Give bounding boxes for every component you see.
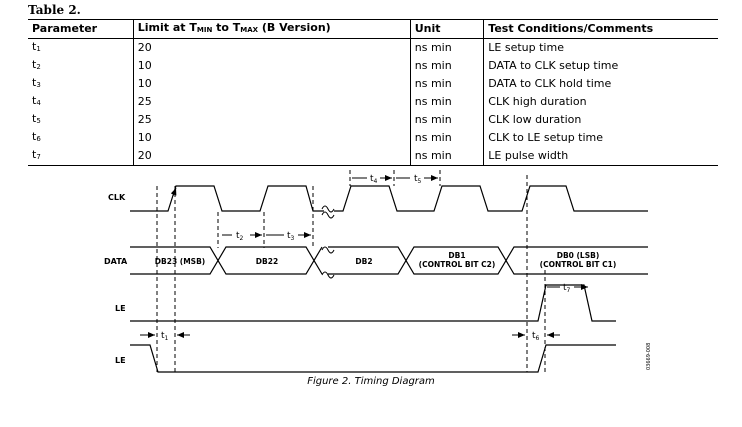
cell-parameter: t4 (32, 94, 41, 107)
le-top-waveform (130, 284, 616, 322)
timing-label-t3: t3 (287, 231, 295, 242)
cell-conditions: LE pulse width (483, 147, 718, 166)
cell-unit: ns min (409, 129, 484, 147)
header-limit: Limit at TMIN to TMAX (B Version) (132, 19, 411, 39)
break-symbol-data (321, 246, 335, 279)
header-conditions: Test Conditions/Comments (483, 19, 718, 39)
data-field-db1-line2: (CONTROL BIT C2) (419, 260, 496, 269)
cell-unit: ns min (409, 75, 484, 93)
reference-lines (156, 170, 546, 372)
cell-unit: ns min (409, 38, 484, 57)
data-field-db0-line2: (CONTROL BIT C1) (540, 260, 617, 269)
figure-caption: Figure 2. Timing Diagram (307, 376, 435, 387)
cell-conditions: DATA to CLK hold time (483, 75, 718, 93)
clk-waveform (130, 185, 324, 212)
data-field-db1-line1: DB1 (448, 251, 465, 260)
le-bottom-waveform (130, 344, 616, 373)
cell-parameter: t2 (32, 58, 41, 71)
table-row: t4 25 ns min CLK high duration (28, 93, 718, 111)
cell-unit: ns min (409, 57, 484, 75)
table-header-row: Parameter Limit at TMIN to TMAX (B Versi… (28, 19, 718, 39)
timing-label-t7: t7 (563, 283, 571, 294)
table-row: t7 20 ns min LE pulse width (28, 147, 718, 166)
table-row: t3 10 ns min DATA to CLK hold time (28, 75, 718, 93)
header-parameter: Parameter (28, 19, 134, 39)
data-field-db2: DB2 (355, 257, 372, 266)
clk-waveform-continued (334, 185, 648, 212)
cell-limit: 10 (132, 129, 411, 147)
cell-unit: ns min (409, 147, 484, 166)
timing-label-t1: t1 (161, 331, 169, 342)
timing-diagram: CLK DATA LE LE DB23 (MSB) DB22 DB2 DB1 (… (104, 170, 652, 373)
data-field-db22: DB22 (256, 257, 278, 266)
table-row: t6 10 ns min CLK to LE setup time (28, 129, 718, 147)
clk-rise-arrow (170, 187, 177, 197)
table-row: t2 10 ns min DATA to CLK setup time (28, 57, 718, 75)
table-row: t1 20 ns min LE setup time (28, 38, 718, 57)
timing-spec-table: Parameter Limit at TMIN to TMAX (B Versi… (28, 19, 718, 166)
break-symbol-clk (321, 205, 335, 219)
data-field-db23: DB23 (MSB) (155, 257, 205, 266)
cell-unit: ns min (409, 93, 484, 111)
signal-label-clk: CLK (108, 193, 126, 202)
signal-label-le-bottom: LE (115, 356, 126, 365)
signal-label-data: DATA (104, 257, 128, 266)
timing-label-t4: t4 (370, 174, 378, 185)
cell-limit: 10 (132, 75, 411, 93)
data-field-db0-line1: DB0 (LSB) (557, 251, 600, 260)
cell-limit: 20 (132, 38, 411, 57)
cell-parameter: t7 (28, 147, 134, 166)
cell-limit: 20 (132, 147, 411, 166)
timing-label-t6: t6 (532, 331, 540, 342)
cell-conditions: CLK to LE setup time (483, 129, 718, 147)
cell-limit: 25 (132, 111, 411, 129)
table-row: t5 25 ns min CLK low duration (28, 111, 718, 129)
cell-conditions: CLK high duration (483, 93, 718, 111)
cell-parameter: t6 (32, 130, 41, 143)
cell-limit: 25 (132, 93, 411, 111)
cell-parameter: t1 (32, 40, 41, 53)
cell-limit: 10 (132, 57, 411, 75)
header-unit: Unit (409, 19, 484, 39)
cell-conditions: DATA to CLK setup time (483, 57, 718, 75)
cell-parameter: t5 (32, 112, 41, 125)
cell-unit: ns min (409, 111, 484, 129)
table-title: Table 2. (28, 3, 81, 17)
timing-arrows (140, 175, 588, 338)
timing-label-t5: t5 (414, 174, 422, 185)
cell-conditions: LE setup time (483, 38, 718, 57)
signal-label-le-top: LE (115, 304, 126, 313)
cell-parameter: t3 (32, 76, 41, 89)
figure-side-code: 03669-008 (646, 343, 652, 370)
data-waveform (130, 246, 648, 275)
timing-label-t2: t2 (236, 231, 244, 242)
cell-conditions: CLK low duration (483, 111, 718, 129)
